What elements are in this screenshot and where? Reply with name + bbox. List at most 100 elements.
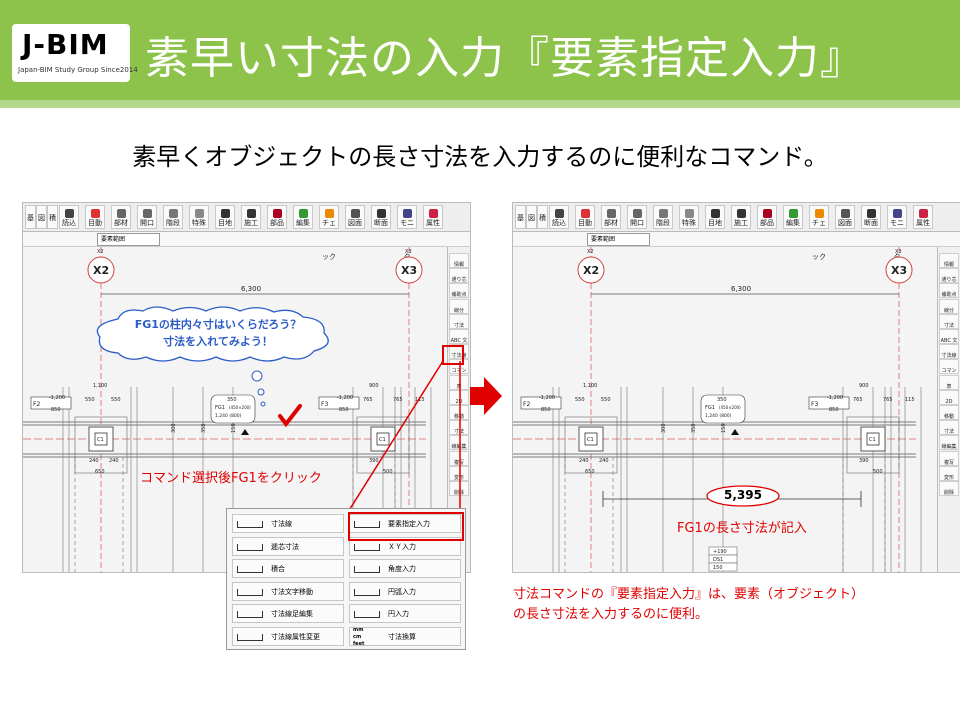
- menu-item-right[interactable]: 角度入力: [349, 559, 461, 578]
- panel-command-button[interactable]: 寸法: [449, 420, 469, 436]
- toolbar-button[interactable]: 階段: [653, 205, 673, 229]
- grid-bubble-label: X2: [93, 264, 109, 277]
- footing-tag: [808, 396, 850, 410]
- panel-command-button[interactable]: 表: [939, 374, 959, 390]
- panel-command-button[interactable]: 複写: [939, 450, 959, 466]
- toolbar-button[interactable]: 積: [537, 205, 548, 229]
- panel-command-button[interactable]: 表: [449, 374, 469, 390]
- dimension-icon: [237, 521, 263, 528]
- menu-item-right[interactable]: 円入力: [349, 604, 461, 623]
- panel-command-button[interactable]: 複写: [449, 450, 469, 466]
- toolbar-button[interactable]: モニタ: [397, 205, 417, 261]
- menu-item-left[interactable]: 寸法線: [232, 514, 344, 533]
- panel-command-button[interactable]: 移動: [939, 405, 959, 420]
- panel-command-button[interactable]: 移動: [449, 405, 469, 420]
- panel-command-button[interactable]: 変形: [939, 465, 959, 481]
- toolbar-icon: [351, 209, 360, 218]
- panel-command-button[interactable]: 2D: [449, 389, 469, 405]
- panel-command-button[interactable]: 補助点: [449, 283, 469, 299]
- toolbar-button[interactable]: 編集: [783, 205, 803, 229]
- panel-command-button[interactable]: 線分: [939, 298, 959, 314]
- toolbar-button[interactable]: 図面: [835, 205, 855, 229]
- panel-command-button[interactable]: 寸法線: [939, 344, 959, 360]
- toolbar-button[interactable]: 施工: [731, 205, 751, 229]
- menu-item-left[interactable]: 寸法線足編集: [232, 604, 344, 623]
- toolbar-button-label: 断面: [374, 219, 388, 227]
- toolbar-button[interactable]: チェック: [319, 205, 339, 261]
- page-subtitle: 素早くオブジェクトの長さ寸法を入力するのに便利なコマンド。: [132, 143, 828, 171]
- panel-command-button[interactable]: 寸法: [449, 313, 469, 329]
- range-select[interactable]: 要素範囲: [587, 233, 650, 246]
- panel-command-button[interactable]: ABC 文字: [939, 329, 959, 366]
- footing-tag: [30, 396, 72, 410]
- panel-command-button[interactable]: 削除: [449, 481, 469, 496]
- dim-text: 390: [859, 458, 869, 464]
- fg1-tag: [700, 394, 746, 424]
- toolbar-button[interactable]: 開口: [137, 205, 157, 229]
- toolbar-button[interactable]: 部材: [601, 205, 621, 229]
- panel-command-button[interactable]: 削除: [939, 481, 959, 496]
- toolbar-button[interactable]: 編集: [293, 205, 313, 229]
- menu-item-right[interactable]: ＸＹ入力: [349, 536, 461, 556]
- level-tag: [708, 562, 738, 572]
- toolbar-button[interactable]: 読込: [549, 205, 569, 229]
- toolbar-button[interactable]: モニタ: [887, 205, 907, 261]
- menu-item-left[interactable]: 逓芯寸法: [232, 536, 344, 556]
- toolbar-button[interactable]: チェック: [809, 205, 829, 261]
- panel-command-button[interactable]: 寸法: [939, 420, 959, 436]
- toolbar-button[interactable]: 部材: [111, 205, 131, 229]
- panel-command-button[interactable]: 情報: [449, 253, 469, 268]
- bottom-note-line-2: の長さ寸法を入力するのに便利。: [513, 607, 709, 622]
- column-label: C1: [379, 437, 386, 443]
- toolbar-button[interactable]: 部品: [757, 205, 777, 229]
- panel-command-button[interactable]: 通り芯: [449, 268, 469, 284]
- toolbar-button[interactable]: 階段: [163, 205, 183, 229]
- toolbar-icon: [65, 209, 74, 218]
- footing-tag-value: 850: [339, 407, 349, 413]
- toolbar-button[interactable]: 特殊: [189, 205, 209, 229]
- toolbar-button[interactable]: 目動: [85, 205, 105, 229]
- toolbar-button[interactable]: 基: [515, 205, 526, 229]
- menu-item-right[interactable]: 要素指定入力: [349, 514, 461, 533]
- toolbar-button[interactable]: 図: [526, 205, 537, 229]
- menu-item-left[interactable]: 積合: [232, 559, 344, 578]
- toolbar-button[interactable]: 図面: [345, 205, 365, 229]
- toolbar-button[interactable]: 読込: [59, 205, 79, 229]
- panel-command-button[interactable]: 寸法: [939, 313, 959, 329]
- panel-command-button[interactable]: ABC 文字: [449, 329, 469, 366]
- toolbar-button[interactable]: 基: [25, 205, 36, 229]
- panel-command-button[interactable]: 線編集: [449, 435, 469, 451]
- toolbar-button[interactable]: 積: [47, 205, 58, 229]
- toolbar-button[interactable]: 施工: [241, 205, 261, 229]
- toolbar-button[interactable]: 断面: [371, 205, 391, 229]
- dim-text: 115: [415, 397, 425, 403]
- toolbar-button[interactable]: 属性: [913, 205, 933, 229]
- panel-command-button[interactable]: コマンド: [939, 359, 959, 396]
- toolbar-button[interactable]: 断面: [861, 205, 881, 229]
- menu-item-right[interactable]: 円弧入力: [349, 581, 461, 601]
- toolbar-button[interactable]: 図: [36, 205, 47, 229]
- panel-command-button[interactable]: 情報: [939, 253, 959, 268]
- dimension-icon: [237, 611, 263, 618]
- panel-command-button[interactable]: 補助点: [939, 283, 959, 299]
- toolbar-button[interactable]: 目地: [215, 205, 235, 229]
- panel-command-button[interactable]: 寸法線: [449, 344, 469, 360]
- range-select[interactable]: 要素範囲: [97, 233, 160, 246]
- toolbar-button[interactable]: 部品: [267, 205, 287, 229]
- toolbar-button-label: 編集: [786, 219, 800, 227]
- toolbar-button[interactable]: 目地: [705, 205, 725, 229]
- panel-command-button[interactable]: 通り芯: [939, 268, 959, 284]
- toolbar-button[interactable]: 開口: [627, 205, 647, 229]
- panel-command-button[interactable]: 2D: [939, 389, 959, 405]
- toolbar-button[interactable]: 属性: [423, 205, 443, 229]
- menu-item-left[interactable]: 寸法線属性変更: [232, 626, 344, 646]
- toolbar-button[interactable]: 目動: [575, 205, 595, 229]
- panel-command-button[interactable]: 線編集: [939, 435, 959, 451]
- bottom-note-line-1: 寸法コマンドの『要素指定入力』は、要素（オブジェクト）: [513, 587, 865, 602]
- panel-command-button[interactable]: 線分: [449, 298, 469, 314]
- panel-command-button[interactable]: 変形: [449, 465, 469, 481]
- menu-item-left[interactable]: 寸法文字移動: [232, 581, 344, 601]
- toolbar-button[interactable]: 特殊: [679, 205, 699, 229]
